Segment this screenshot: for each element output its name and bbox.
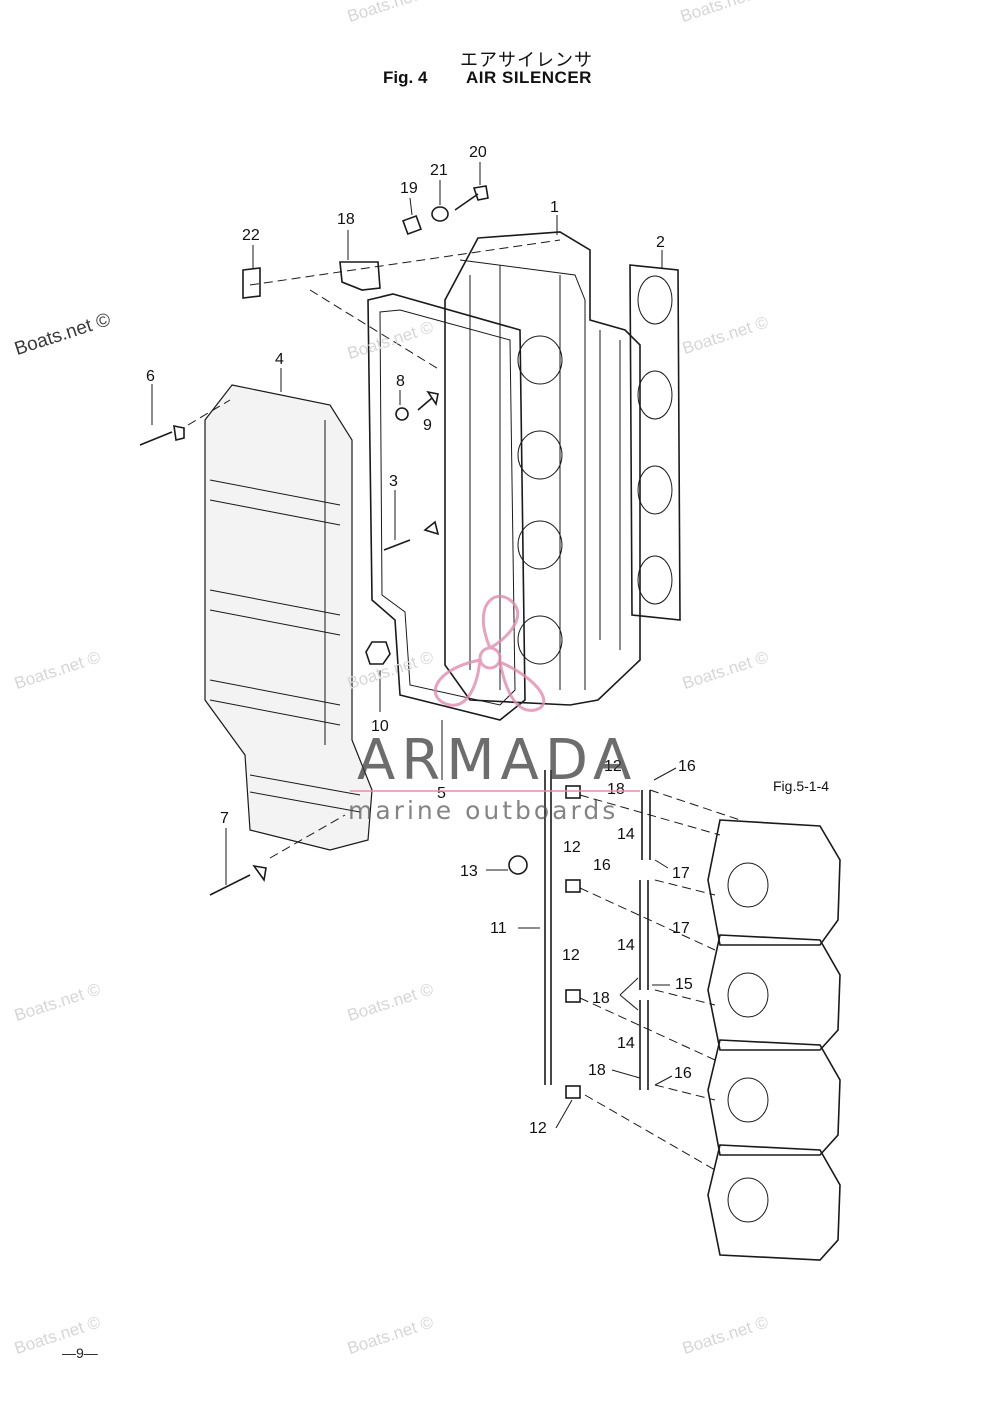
part-10-nut	[365, 641, 391, 665]
part-12-fittings	[565, 785, 581, 1099]
page-number: —9—	[62, 1345, 98, 1361]
part-6-bolt	[139, 424, 185, 446]
callout-1: 1	[550, 199, 559, 216]
callout-18-c: 18	[588, 1062, 606, 1079]
part-3	[383, 520, 440, 551]
armada-watermark-tagline: marine outboards	[348, 796, 619, 825]
figure-title: AIR SILENCER	[466, 68, 592, 87]
callout-12-c: 12	[562, 947, 580, 964]
part-7-bolt	[209, 864, 267, 896]
callout-16-a: 16	[678, 758, 696, 775]
part-14-hoses	[639, 790, 651, 1090]
part-11-rod	[544, 770, 552, 1085]
callout-22: 22	[242, 227, 260, 244]
part-8	[395, 407, 409, 421]
part-21	[431, 206, 449, 222]
callout-12-d: 12	[529, 1120, 547, 1137]
callout-11: 11	[490, 920, 507, 937]
armada-watermark-name: ARMADA	[357, 728, 638, 793]
gasket-part-2	[629, 264, 681, 621]
callout-18-bracket: 18	[337, 211, 355, 228]
callout-14-b: 14	[617, 937, 635, 954]
callout-20: 20	[469, 144, 487, 161]
carburetor-assembly	[707, 819, 841, 1261]
reference-label: Fig.5-1-4	[773, 778, 829, 794]
figure-label: Fig. 4	[383, 68, 428, 87]
callout-14-a: 14	[617, 826, 635, 843]
callout-5: 5	[437, 785, 446, 802]
armada-logo-icon	[433, 594, 546, 712]
callout-18-a: 18	[607, 781, 625, 798]
callout-8: 8	[396, 373, 405, 390]
callout-labels: 20 19 21 1 18 22 2 6 4 8 9 3 10 5 7 12 1…	[146, 144, 696, 1137]
alignment-lines	[187, 239, 741, 1171]
callout-17-b: 17	[672, 920, 690, 937]
part-9	[417, 390, 439, 411]
callout-9: 9	[423, 417, 432, 434]
callout-10: 10	[371, 718, 389, 735]
part-20-bolt	[454, 185, 489, 211]
callout-7: 7	[220, 810, 229, 827]
callout-19: 19	[400, 180, 418, 197]
leader-lines	[151, 162, 677, 1129]
part-18-bracket	[339, 261, 381, 291]
title-japanese: エアサイレンサ	[460, 50, 593, 71]
callout-17-a: 17	[672, 865, 690, 882]
callout-13: 13	[460, 863, 478, 880]
callout-2: 2	[656, 234, 665, 251]
callout-12-b: 12	[563, 839, 581, 856]
callout-4: 4	[275, 351, 284, 368]
callout-21: 21	[430, 162, 448, 179]
callout-14-c: 14	[617, 1035, 635, 1052]
callout-6: 6	[146, 368, 155, 385]
cover-part-4	[204, 384, 373, 851]
callout-3: 3	[389, 473, 398, 490]
armada-divider	[350, 790, 640, 792]
part-13-oring	[508, 855, 528, 875]
callout-18-b: 18	[592, 990, 610, 1007]
housing-part-1	[444, 231, 641, 706]
callout-15: 15	[675, 976, 693, 993]
part-22	[242, 267, 261, 299]
callout-12-a: 12	[604, 758, 622, 775]
callout-16-b: 16	[593, 857, 611, 874]
callout-16-c: 16	[674, 1065, 692, 1082]
part-19	[402, 215, 422, 235]
gasket-part-5	[367, 293, 526, 721]
